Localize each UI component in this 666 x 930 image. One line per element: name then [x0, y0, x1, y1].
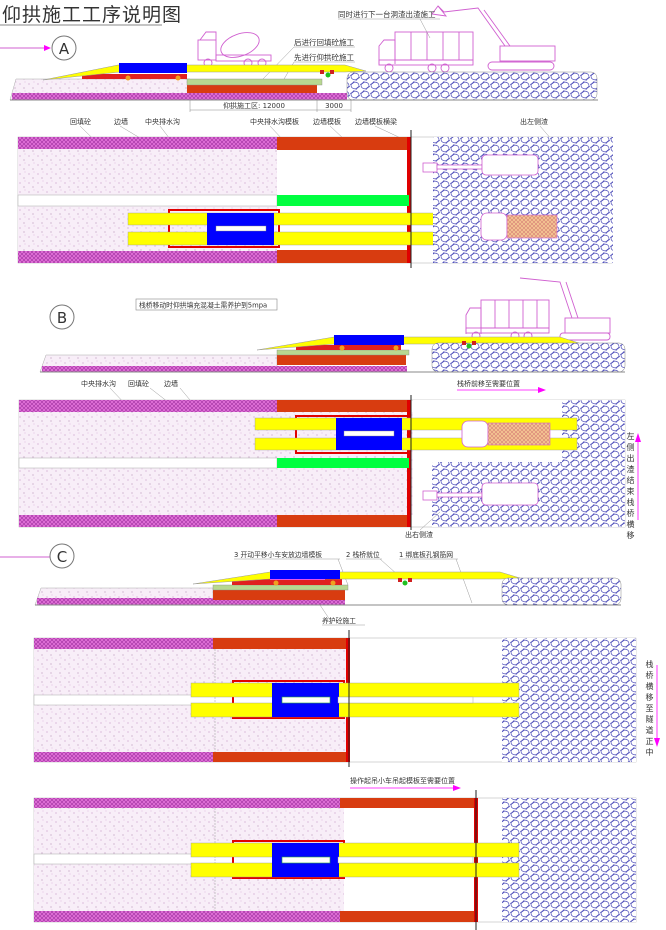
concrete-mixer-truck-icon [197, 31, 272, 68]
step-a-marker: A [0, 35, 77, 61]
plan-view-c2 [33, 790, 637, 930]
step-c-marker: C [0, 543, 75, 569]
excavator-plan-icon [422, 154, 539, 176]
svg-text:边墙模板横梁: 边墙模板横梁 [355, 117, 397, 126]
wall-form-bottom [277, 250, 411, 263]
svg-text:中央排水沟: 中央排水沟 [81, 379, 116, 388]
note-next-muck: 同时进行下一台洞渣出渣施工 [338, 9, 436, 19]
arrow-down-icon [654, 738, 660, 747]
svg-text:C: C [57, 548, 67, 566]
note-box [135, 298, 278, 311]
curing-label: 养护砼施工 [322, 616, 356, 625]
excavator-icon [431, 5, 556, 71]
muck-gravel [346, 71, 598, 101]
trolley [119, 63, 187, 73]
excavator-plan-icon [422, 482, 539, 506]
dump-truck-icon [378, 31, 474, 73]
svg-text:A: A [59, 40, 70, 58]
right-muck-label: 出右侧渣 [405, 530, 433, 539]
dump-truck-icon [465, 299, 550, 341]
labels-c: 3 开动平移小车安放边墙模板 2 栈桥就位 1 绑底板孔钢筋网 养护砼施工 [234, 550, 473, 626]
svg-text:2 栈桥就位: 2 栈桥就位 [346, 550, 380, 559]
svg-text:回填砼: 回填砼 [70, 117, 91, 126]
svg-text:仰拱施工区: 12000: 仰拱施工区: 12000 [223, 101, 285, 110]
note-invert: 先进行仰拱砼施工 [294, 52, 354, 62]
plan-view-a [17, 130, 613, 268]
note-curing: 栈桥移动时仰拱填充混凝土需养护到5mpa [139, 301, 267, 310]
center-shift-note: 栈桥横移至隧道正中 [645, 660, 654, 759]
lift-note: 操作起吊小车吊起模板至需要位置 [350, 776, 455, 785]
svg-text:出左侧渣: 出左侧渣 [520, 117, 548, 126]
svg-text:B: B [57, 309, 67, 327]
svg-text:边墙模板: 边墙模板 [313, 117, 341, 126]
arrow-up-icon [635, 433, 641, 442]
svg-text:3 开动平移小车安放边墙模板: 3 开动平移小车安放边墙模板 [234, 550, 322, 559]
arrow-right-icon [538, 387, 546, 393]
side-shift-note: 左侧出渣结束栈桥横移 [626, 432, 635, 542]
svg-text:边墙: 边墙 [114, 117, 128, 126]
wall-form-top [277, 137, 411, 150]
backfill-layer [186, 78, 323, 86]
arrow-icon [44, 45, 51, 51]
plan-view-c1 [33, 630, 637, 767]
invert-concrete [187, 85, 317, 93]
page-title: 仰拱施工工序说明图 [2, 4, 183, 26]
arrow-right-icon [453, 785, 461, 791]
excavator-icon [519, 277, 611, 341]
svg-text:回填砼: 回填砼 [128, 379, 149, 388]
svg-text:3000: 3000 [325, 102, 343, 110]
side-view-c [34, 570, 622, 606]
move-forward-note: 栈桥前移至需要位置 [457, 379, 520, 388]
dimension-a: 仰拱施工区: 12000 3000 [189, 100, 352, 112]
note-backfill: 后进行回填砼施工 [294, 37, 354, 47]
svg-text:1 绑底板孔钢筋网: 1 绑底板孔钢筋网 [399, 550, 453, 559]
drain-form [277, 195, 409, 206]
step-b-marker: B [49, 304, 75, 330]
plan-view-b [18, 395, 626, 530]
side-view-a [9, 63, 598, 101]
side-view-b [39, 335, 626, 373]
muck-car-plan-icon [480, 212, 558, 241]
svg-text:边墙: 边墙 [164, 379, 178, 388]
svg-text:中央排水沟模板: 中央排水沟模板 [250, 117, 299, 126]
svg-text:中央排水沟: 中央排水沟 [145, 117, 180, 126]
muck-car-plan-icon [461, 420, 551, 448]
